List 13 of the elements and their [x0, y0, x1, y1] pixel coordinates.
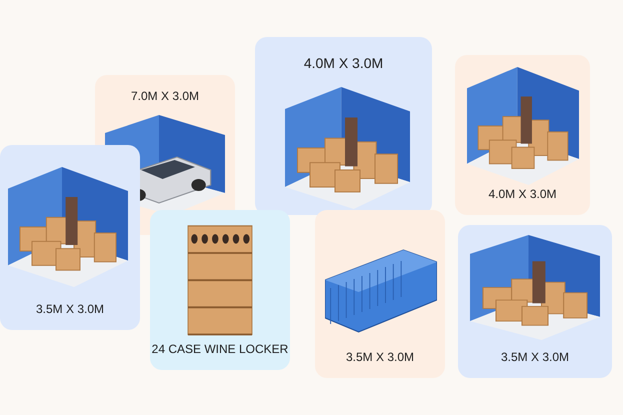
- size-label: 7.0M X 3.0M: [130, 89, 200, 103]
- storage-card: [455, 55, 590, 215]
- storage-card: [315, 210, 445, 378]
- size-label: 4.0M X 3.0M: [488, 187, 557, 201]
- storage-card: [150, 210, 290, 370]
- size-label: 3.5M X 3.0M: [500, 350, 570, 364]
- size-label: 4.0M X 3.0M: [304, 55, 384, 71]
- storage-card: [0, 145, 140, 330]
- size-label: 24 CASE WINE LOCKER: [152, 342, 288, 356]
- storage-card: [458, 225, 612, 378]
- storage-card: [255, 37, 432, 215]
- size-label: 3.5M X 3.0M: [346, 350, 414, 364]
- size-label: 3.5M X 3.0M: [36, 302, 104, 316]
